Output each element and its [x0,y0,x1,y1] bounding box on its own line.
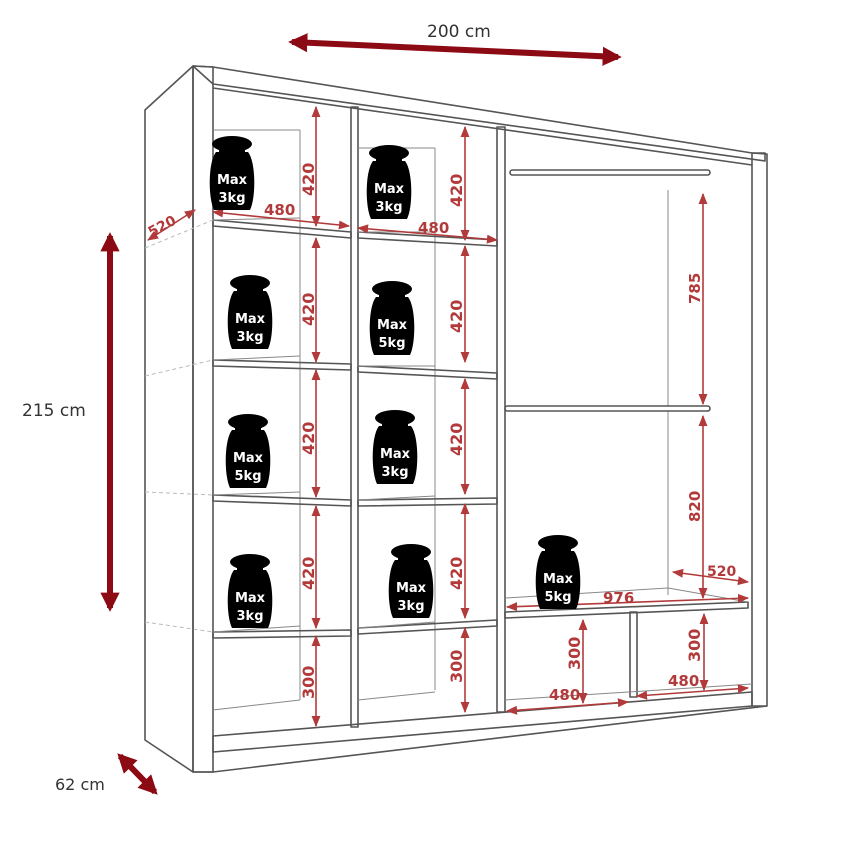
weight-label-kg: 5kg [235,469,262,484]
weight-icon: Max 3kg [366,145,412,219]
shelf-m4 [357,619,498,635]
weight-icon: Max 5kg [535,535,581,609]
divider-1 [350,106,359,728]
dim-h-300-1: 300 [299,666,318,699]
hanging-rod-top [509,169,711,176]
dim-h-300-2: 300 [447,650,466,683]
weight-label-max: Max [235,591,266,606]
weight-icon: Max 3kg [209,136,255,210]
dim-depth-520-right: 520 [707,564,736,580]
weight-label-kg: 3kg [237,609,264,624]
weight-label-max: Max [374,182,405,197]
dim-h-820: 820 [686,491,704,522]
weight-icon: Max 3kg [227,554,273,628]
dim-width-976: 976 [603,589,634,607]
weight-label-max: Max [543,572,574,587]
weight-icon: Max 5kg [369,281,415,355]
shelf-m3 [357,497,498,507]
dim-h-420-2: 420 [299,293,318,326]
depth-label: 62 cm [55,775,105,794]
weight-label-max: Max [380,447,411,462]
weight-label-kg: 3kg [376,200,403,215]
dim-h-420-5: 420 [447,174,466,207]
hanging-rod-bottom [504,405,711,412]
weight-label-kg: 3kg [237,330,264,345]
overall-dimension-arrows [100,33,622,795]
dim-width-480-b: 480 [418,219,449,237]
shelf-l3 [212,494,352,507]
dim-h-300-4: 300 [685,629,704,662]
left-front-upright [192,65,214,773]
left-side-panel [144,65,194,773]
top-panel [192,65,766,162]
dim-h-420-1: 420 [299,163,318,196]
weight-label-kg: 5kg [379,336,406,351]
weight-icon: Max 3kg [388,544,434,618]
dim-h-420-7: 420 [447,423,466,456]
weight-label-kg: 3kg [398,599,425,614]
weight-icon: Max 5kg [225,414,271,488]
shelf-l1 [212,219,352,239]
dim-h-420-4: 420 [299,557,318,590]
right-upright [751,152,768,707]
shelf-m2 [357,365,498,380]
dim-width-480-d: 480 [668,672,699,690]
weight-label-max: Max [233,451,264,466]
dimension-lines [147,105,750,728]
width-label: 200 cm [427,22,491,42]
weight-label-max: Max [396,581,427,596]
dim-width-480-a: 480 [264,201,295,219]
dimension-labels: 520 480 480 420 420 420 420 420 420 420 … [146,163,737,704]
width-arrow [288,33,622,66]
dim-h-420-3: 420 [299,422,318,455]
dim-width-480-c: 480 [549,686,580,704]
shelf-l4 [212,629,352,639]
weight-label-max: Max [235,312,266,327]
depth-arrow [117,753,158,795]
dim-h-420-8: 420 [447,557,466,590]
weight-label-kg: 3kg [219,191,246,206]
weight-label-kg: 5kg [545,590,572,605]
divider-2 [496,126,506,713]
divider-3 [629,611,638,698]
weight-label-max: Max [217,173,248,188]
shelf-l2 [212,359,352,371]
height-label: 215 cm [22,401,86,421]
dim-h-300-3: 300 [565,637,584,670]
weight-icon: Max 3kg [227,275,273,349]
weight-label-max: Max [377,318,408,333]
dim-h-420-6: 420 [447,300,466,333]
dim-h-785: 785 [686,273,704,304]
weight-label-kg: 3kg [382,465,409,480]
weight-icon: Max 3kg [372,410,418,484]
weight-icons: Max3kgMax3kgMax3kgMax5kgMax5kgMax3kgMax3… [209,136,581,628]
